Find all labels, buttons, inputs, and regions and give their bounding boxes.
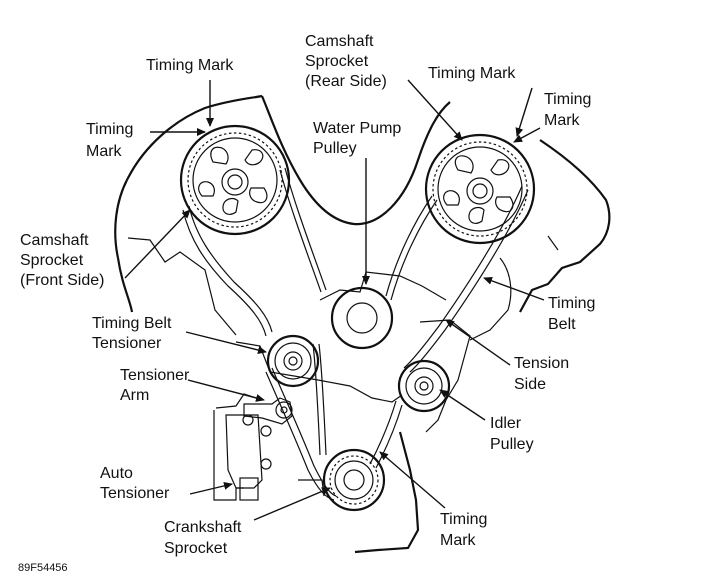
label-timing-mark-rear-b-line2: Mark [544, 112, 581, 129]
camshaft-sprocket-front [179, 124, 291, 236]
camshaft-sprocket-rear [424, 133, 536, 245]
label-camshaft-front-line2: Sprocket [20, 252, 84, 269]
label-crankshaft-line1: Crankshaft [164, 519, 242, 536]
label-timing-belt-line2: Belt [548, 316, 576, 333]
labels: Timing Mark Timing Mark Camshaft Sprocke… [18, 33, 595, 572]
label-tension-side-line2: Side [514, 376, 546, 393]
label-camshaft-rear-line2: Sprocket [305, 53, 369, 70]
label-water-pump-line1: Water Pump [313, 120, 401, 137]
label-timing-mark-front-line1: Timing [86, 121, 133, 138]
label-tensioner-arm-line2: Arm [120, 387, 149, 404]
label-idler-pulley-line2: Pulley [490, 436, 534, 453]
label-timing-mark-crank-line1: Timing [440, 511, 487, 528]
label-timing-mark-crank-line2: Mark [440, 532, 477, 549]
label-camshaft-front-line1: Camshaft [20, 232, 89, 249]
label-timing-belt-line1: Timing [548, 295, 595, 312]
label-water-pump-line2: Pulley [313, 140, 357, 157]
label-tensioner-arm-line1: Tensioner [120, 367, 190, 384]
label-auto-tensioner-line1: Auto [100, 465, 133, 482]
label-camshaft-front-line3: (Front Side) [20, 272, 104, 289]
label-camshaft-rear-line3: (Rear Side) [305, 73, 387, 90]
crankshaft-sprocket [322, 448, 386, 512]
label-timing-mark-rear-a: Timing Mark [428, 65, 516, 82]
timing-belt-tensioner-pulley [266, 334, 320, 388]
label-auto-tensioner-line2: Tensioner [100, 485, 170, 502]
figure-code: 89F54456 [18, 562, 68, 572]
label-belt-tensioner-line1: Timing Belt [92, 315, 172, 332]
label-camshaft-rear-line1: Camshaft [305, 33, 374, 50]
label-tension-side-line1: Tension [514, 355, 569, 372]
pointer-arrows [124, 79, 545, 521]
label-timing-mark-front-top: Timing Mark [146, 57, 234, 74]
label-idler-pulley-line1: Idler [490, 415, 522, 432]
water-pump-pulley [330, 286, 394, 350]
label-belt-tensioner-line2: Tensioner [92, 335, 162, 352]
label-timing-mark-rear-b-line1: Timing [544, 91, 591, 108]
auto-tensioner [225, 414, 272, 501]
label-crankshaft-line2: Sprocket [164, 540, 228, 557]
idler-pulley [397, 359, 451, 413]
engine-outline [114, 94, 611, 554]
label-timing-mark-front-line2: Mark [86, 143, 123, 160]
tensioner-arm [243, 397, 293, 425]
